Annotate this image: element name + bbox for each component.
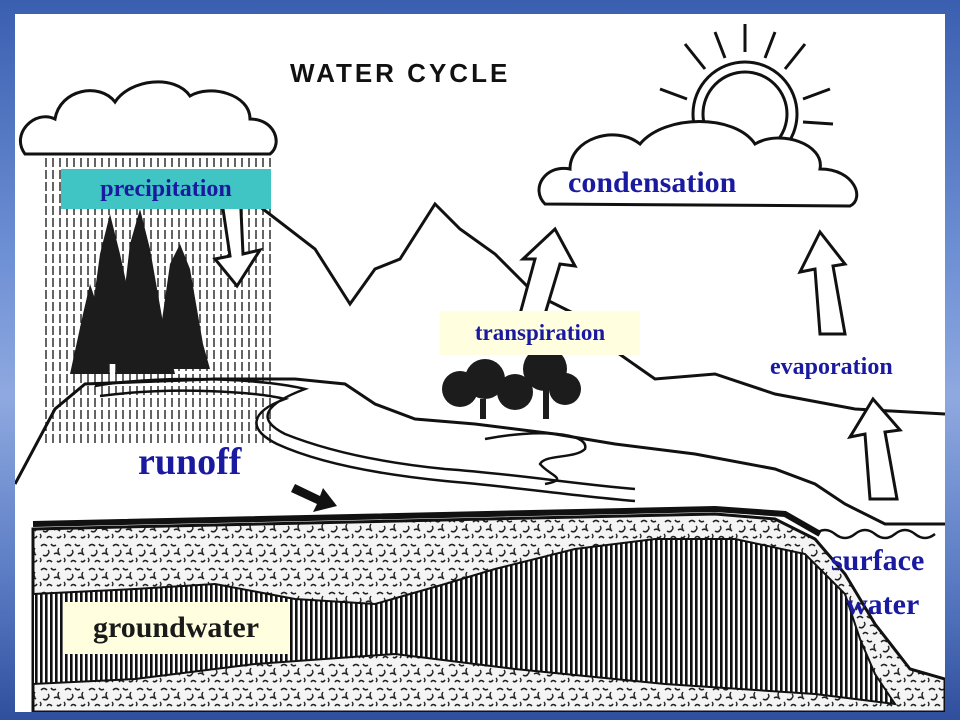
evaporation-arrow-lower <box>846 396 903 501</box>
small-trees <box>442 347 581 419</box>
runoff-stream <box>94 377 636 503</box>
forest-trees <box>70 209 210 374</box>
transpiration-arrow <box>518 226 578 316</box>
transpiration-label: transpiration <box>440 311 640 355</box>
evaporation-label: evaporation <box>770 354 893 380</box>
condensation-cloud <box>537 120 859 208</box>
groundwater-band <box>32 538 898 706</box>
diagram-frame: WATER CYCLE precipitation condensation t… <box>15 14 945 712</box>
pond <box>484 432 587 486</box>
diagram-title: WATER CYCLE <box>290 58 511 88</box>
surface-water-label-line2: water <box>846 588 920 621</box>
evaporation-arrow-upper <box>797 229 848 336</box>
runoff-arrow <box>291 484 337 512</box>
condensation-label: condensation <box>568 166 737 199</box>
water-cycle-illustration <box>15 24 945 712</box>
rain-cloud <box>18 80 278 156</box>
surface-water-label-line1: surface <box>831 544 925 577</box>
runoff-label: runoff <box>138 441 242 483</box>
surface-water-waves <box>814 528 936 540</box>
sun <box>659 24 834 168</box>
precipitation-label: precipitation <box>61 169 271 209</box>
ground-band <box>32 505 822 537</box>
mountains <box>249 197 945 416</box>
groundwater-label: groundwater <box>63 602 289 654</box>
